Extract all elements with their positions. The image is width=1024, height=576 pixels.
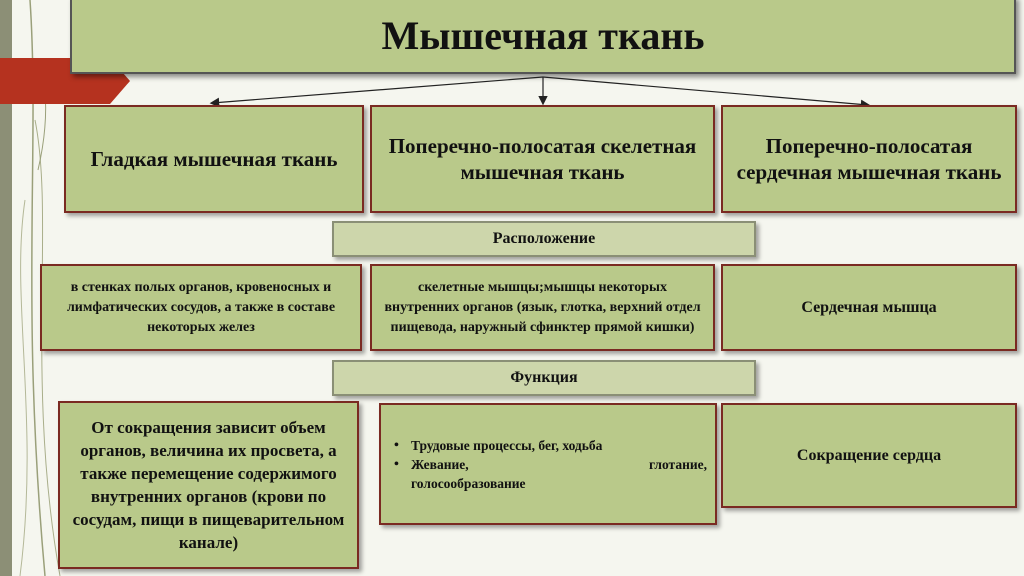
arrow-left	[209, 76, 544, 108]
type-cardiac-label: Поперечно-полосатая сердечная мышечная т…	[736, 134, 1002, 184]
function-skeletal-item-2: Жевание, глотание, голосообразование	[394, 455, 707, 493]
type-cardiac: Поперечно-полосатая сердечная мышечная т…	[721, 105, 1017, 213]
type-smooth-label: Гладкая мышечная ткань	[90, 147, 338, 171]
left-bar	[0, 0, 12, 576]
function-cardiac: Сокращение сердца	[721, 403, 1017, 508]
function-skeletal-item-1-text: Трудовые процессы, бег, ходьба	[411, 437, 603, 453]
function-skeletal: Трудовые процессы, бег, ходьба Жевание, …	[379, 403, 717, 525]
type-skeletal-label: Поперечно-полосатая скелетная мышечная т…	[388, 134, 697, 184]
location-cardiac-text: Сердечная мышца	[801, 298, 937, 316]
function-skeletal-item-2-line: Жевание, глотание,	[411, 455, 707, 474]
title-text: Мышечная ткань	[381, 12, 705, 58]
item-2-word-1: Жевание,	[411, 456, 469, 472]
location-skeletal-text: скелетные мышцы;мышцы некоторых внутренн…	[384, 279, 701, 335]
location-header-text: Расположение	[492, 230, 596, 247]
diagram-title: Мышечная ткань	[70, 0, 1016, 74]
location-smooth: в стенках полых органов, кровеносных и л…	[40, 264, 362, 351]
location-smooth-text: в стенках полых органов, кровеносных и л…	[66, 279, 336, 335]
function-smooth: От сокращения зависит объем органов, вел…	[58, 401, 359, 569]
item-2-word-2: глотание,	[648, 456, 707, 472]
location-skeletal: скелетные мышцы;мышцы некоторых внутренн…	[370, 264, 715, 351]
location-cardiac: Сердечная мышца	[721, 264, 1017, 351]
function-smooth-text: От сокращения зависит объем органов, вел…	[72, 418, 345, 552]
type-smooth: Гладкая мышечная ткань	[64, 105, 364, 213]
function-skeletal-item-1: Трудовые процессы, бег, ходьба	[394, 436, 707, 455]
function-cardiac-text: Сокращение сердца	[796, 447, 942, 464]
item-2-word-3: голосообразование	[411, 475, 526, 491]
type-skeletal: Поперечно-полосатая скелетная мышечная т…	[370, 105, 715, 213]
location-header: Расположение	[332, 221, 756, 257]
arrow-right	[542, 76, 871, 110]
function-skeletal-list: Трудовые процессы, бег, ходьба Жевание, …	[391, 436, 707, 493]
function-header: Функция	[332, 360, 756, 396]
function-header-text: Функция	[510, 369, 578, 386]
